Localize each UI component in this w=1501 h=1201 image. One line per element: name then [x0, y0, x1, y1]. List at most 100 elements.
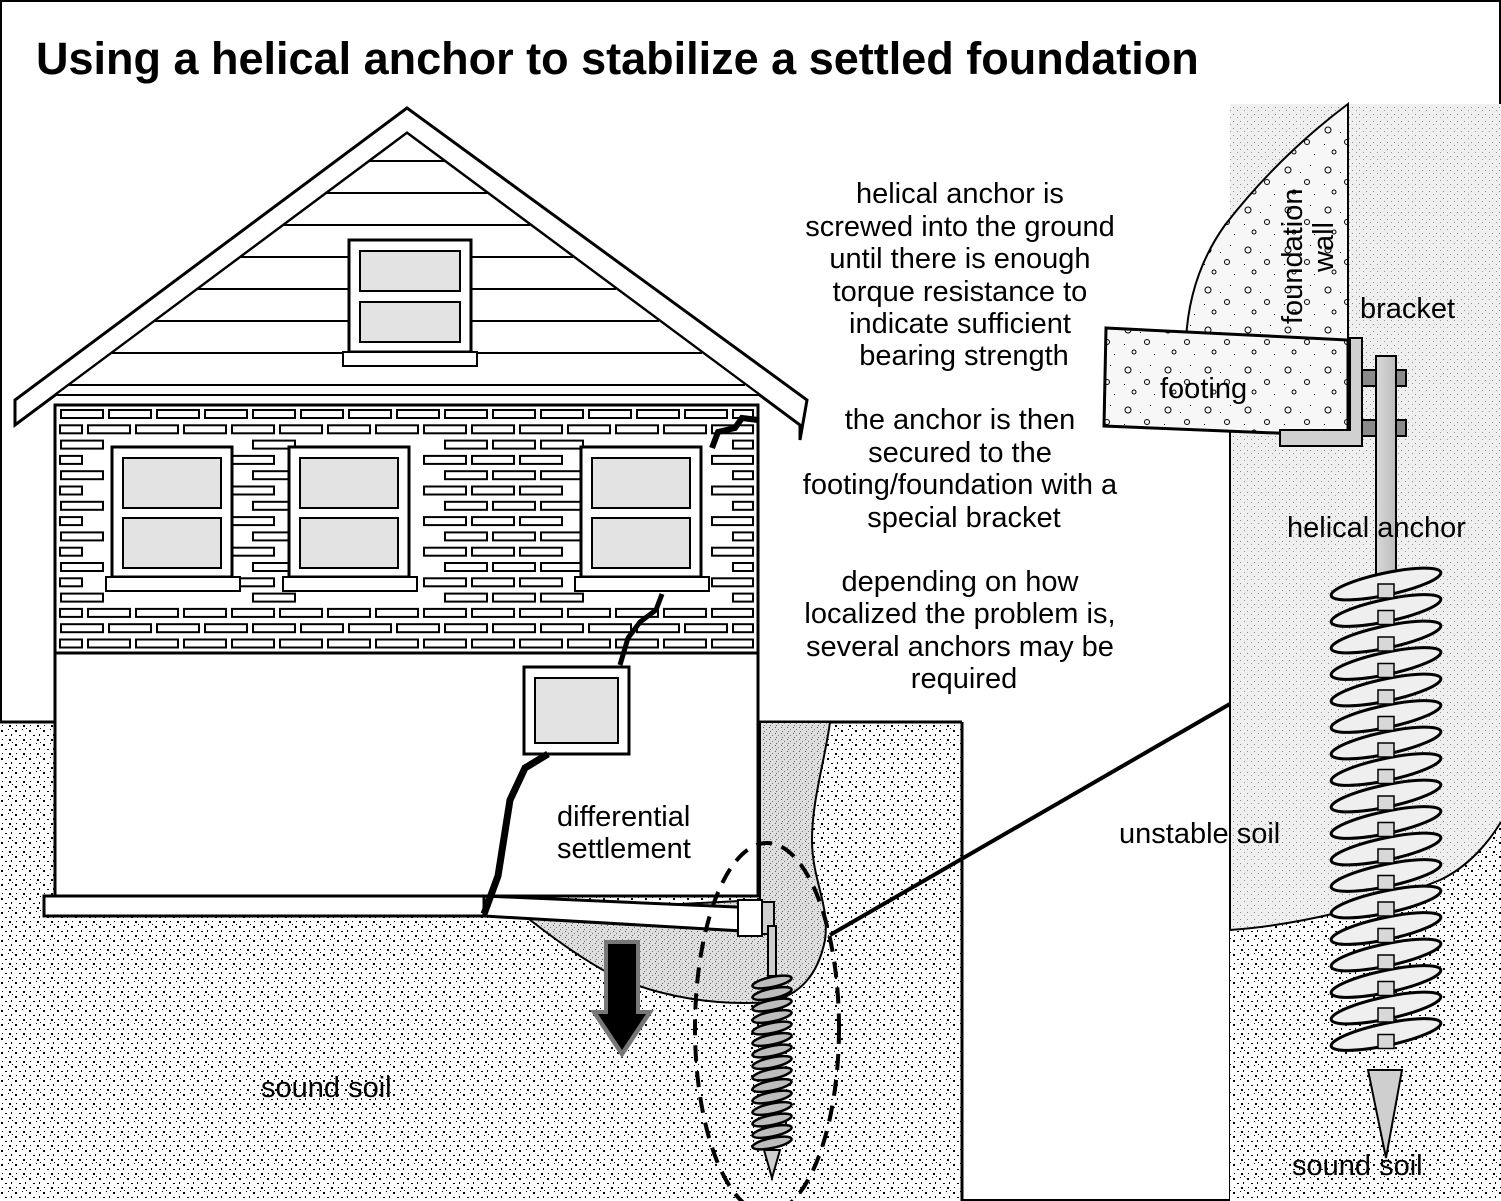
brick [231, 485, 275, 496]
brick [375, 638, 419, 649]
brick [588, 409, 632, 419]
shaft-segment [1377, 583, 1395, 599]
note-step1-line: bearing strength [859, 340, 1069, 372]
shaft-segment [1377, 1007, 1395, 1023]
brick [519, 546, 563, 557]
note-step2-line: the anchor is then [845, 404, 1076, 436]
basement-window [522, 665, 631, 756]
brick [300, 409, 344, 419]
lower-wall [53, 651, 760, 898]
label-settlement-line: settlement [557, 833, 691, 865]
label-helical-anchor: helical anchor [1287, 512, 1466, 544]
brick [444, 500, 488, 511]
brick [615, 607, 659, 618]
window-left [105, 445, 241, 592]
brick [663, 638, 707, 649]
helix-coil [751, 1066, 793, 1082]
brick [471, 638, 515, 649]
brick [519, 516, 563, 527]
label-foundation-line: foundation [1277, 189, 1309, 324]
brick [615, 424, 659, 435]
brick-crack-upper [709, 414, 759, 450]
brick [108, 623, 152, 634]
brick [60, 470, 104, 481]
brick [540, 439, 584, 450]
brick [444, 409, 488, 419]
brick [231, 454, 275, 465]
brick [732, 623, 754, 634]
note-step2-line: footing/foundation with a [803, 469, 1118, 501]
brick [471, 546, 515, 557]
brick [135, 607, 179, 618]
brick [59, 485, 83, 496]
brick [732, 531, 754, 542]
brick [711, 485, 754, 496]
note-step1-line: indicate sufficient [849, 308, 1071, 340]
brick [492, 470, 536, 481]
brick [60, 531, 104, 542]
brick [492, 623, 536, 634]
helix-coil [751, 1135, 793, 1151]
detail-panel [1102, 101, 1501, 1201]
label-bracket: bracket [1360, 293, 1455, 325]
brick [60, 439, 104, 450]
brick [444, 623, 488, 634]
label-unstable-soil: unstable soil [1119, 818, 1280, 850]
note-step3-line: several anchors may be [806, 631, 1114, 663]
brick [252, 409, 296, 419]
brick [567, 607, 611, 618]
brick [279, 607, 323, 618]
brick [396, 409, 440, 419]
brick [252, 623, 296, 634]
brick [471, 577, 515, 588]
shaft-segment [1377, 927, 1395, 944]
brick [60, 623, 104, 634]
brick [540, 409, 584, 419]
brick [732, 470, 754, 481]
note-step3-line: localized the problem is, [804, 598, 1115, 630]
shaft-segment [1377, 1033, 1395, 1050]
brick [183, 607, 227, 618]
brick [59, 607, 83, 618]
helix-coil [751, 1077, 793, 1094]
helix-coil [751, 1020, 793, 1036]
brick [636, 409, 680, 419]
label-differential-line: differential [557, 801, 690, 833]
brick [492, 562, 536, 572]
brick [444, 562, 488, 572]
brick [663, 424, 707, 435]
brick [684, 623, 728, 634]
brick [231, 607, 275, 618]
brick [732, 592, 754, 603]
brick [423, 485, 467, 496]
shaft-segment [1377, 715, 1395, 732]
brick [59, 577, 83, 588]
brick [59, 454, 83, 465]
brick [327, 607, 371, 618]
brick [135, 424, 179, 435]
brick [231, 424, 275, 435]
brick [711, 607, 754, 618]
foundation-wall [1184, 101, 1349, 341]
shaft-segment [1377, 874, 1395, 891]
brick [636, 623, 680, 634]
shaft-segment [1377, 848, 1395, 864]
brick [615, 638, 659, 649]
brick-crack-lower [617, 593, 665, 666]
brick [732, 562, 754, 572]
shaft-segment [1377, 980, 1395, 997]
house [13, 106, 809, 934]
brick [87, 607, 131, 618]
small-helix [751, 974, 793, 1151]
brick [423, 577, 467, 588]
brick [471, 516, 515, 527]
brick [348, 409, 392, 419]
shaft-segment [1377, 768, 1395, 785]
brick [279, 638, 323, 649]
brick [711, 546, 754, 557]
label-sound-soil-left: sound soil [261, 1072, 392, 1104]
shaft-segment [1377, 795, 1395, 811]
helix-coil [751, 1008, 793, 1025]
brick [567, 424, 611, 435]
brick [231, 546, 275, 557]
